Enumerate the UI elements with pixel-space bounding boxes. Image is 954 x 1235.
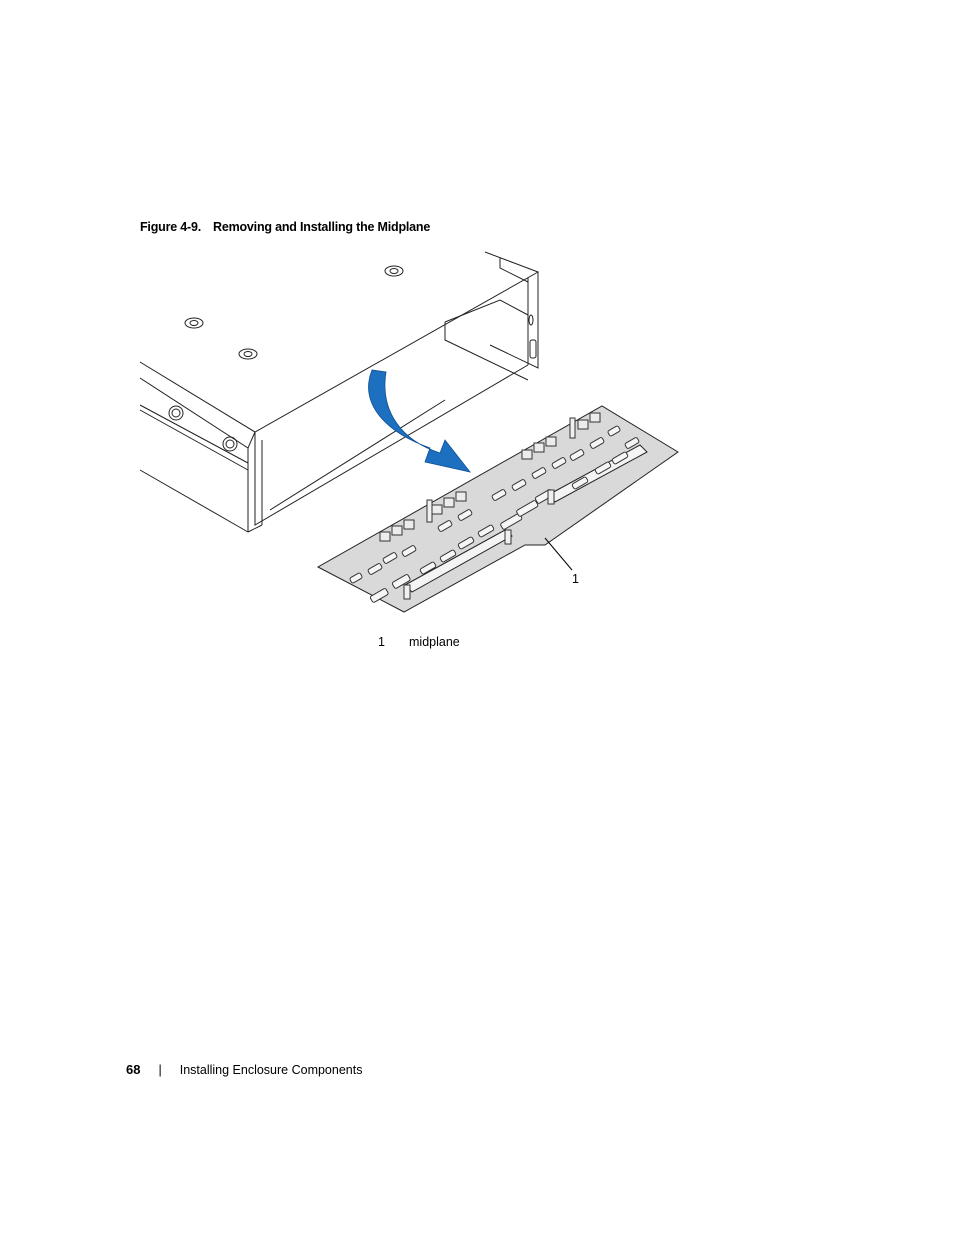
insertion-arrow: [368, 369, 472, 473]
page-number: 68: [126, 1062, 141, 1077]
figure-title: Removing and Installing the Midplane: [213, 220, 431, 234]
enclosure-chassis: [139, 251, 540, 533]
section-title: Installing Enclosure Components: [179, 1063, 363, 1077]
figure-number: Figure 4-9.: [140, 220, 202, 234]
footer-separator: |: [158, 1063, 162, 1077]
legend-key: 1: [378, 635, 385, 649]
figure-legend: 1 midplane: [378, 635, 460, 649]
midplane-illustration: [130, 250, 700, 620]
figure-caption: Figure 4-9. Removing and Installing the M…: [140, 220, 430, 234]
legend-label: midplane: [409, 635, 460, 649]
page-footer: 68 | Installing Enclosure Components: [126, 1062, 362, 1077]
callout-label: 1: [572, 572, 579, 586]
midplane-board: [316, 405, 679, 613]
